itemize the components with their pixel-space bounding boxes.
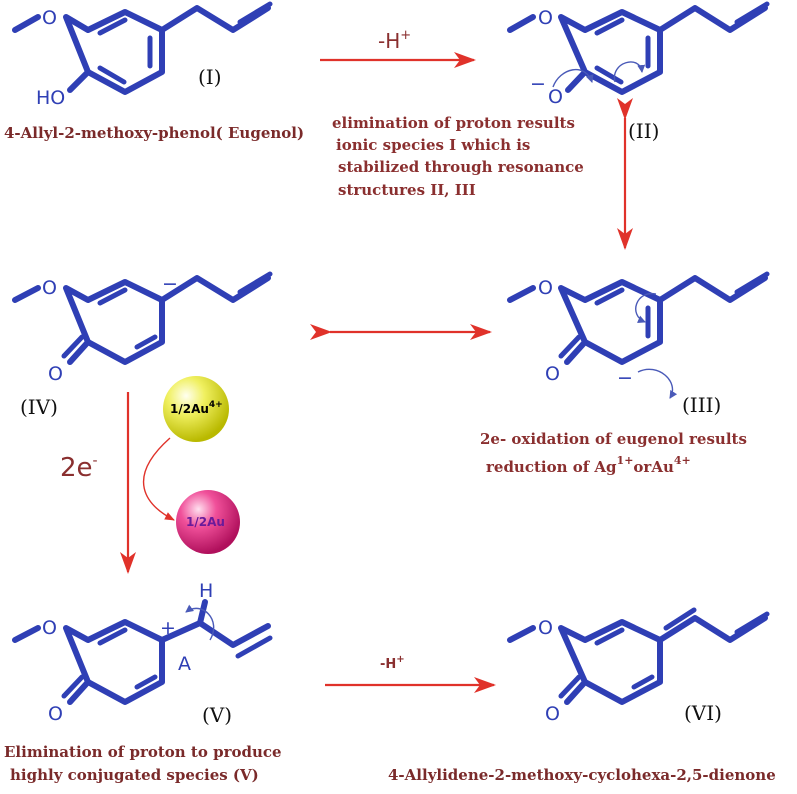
pink-atom-ball bbox=[176, 490, 240, 554]
molecule-V: O O H A + (V) bbox=[12, 580, 273, 727]
gold-ion-label: 1/2Au4+ bbox=[170, 400, 223, 416]
charge-plus: + bbox=[160, 617, 176, 639]
label-VI: (VI) bbox=[684, 701, 722, 725]
arrow-gold-reduction bbox=[142, 437, 175, 521]
atom-h: H bbox=[199, 580, 213, 602]
label-II: (II) bbox=[628, 119, 659, 143]
caption-elimination: elimination of proton results ionic spec… bbox=[332, 114, 589, 199]
molecule-III: O O − (III) bbox=[507, 271, 770, 417]
label-V: (V) bbox=[202, 703, 232, 727]
reagent-minus-h-2: -H+ bbox=[380, 654, 405, 672]
caption-product: Elimination of proton to produce highly … bbox=[4, 743, 287, 784]
molecule-I: O HO (I) bbox=[12, 1, 273, 109]
atom-o: O bbox=[42, 7, 57, 29]
atom-o: O bbox=[48, 363, 63, 385]
atom-o: O bbox=[48, 703, 63, 725]
charge-minus: − bbox=[530, 73, 546, 95]
reagent-2e: 2e- bbox=[60, 453, 98, 483]
atom-o: O bbox=[538, 277, 553, 299]
charge-minus: − bbox=[617, 367, 633, 389]
atom-o: O bbox=[538, 617, 553, 639]
caption-eugenol: 4-Allyl-2-methoxy-phenol( Eugenol) bbox=[4, 124, 304, 142]
charge-minus: − bbox=[162, 273, 178, 295]
atom-o: O bbox=[42, 277, 57, 299]
pink-atom-label: 1/2Au bbox=[186, 515, 225, 529]
caption-final-product: 4-Allylidene-2-methoxy-cyclohexa-2,5-die… bbox=[388, 766, 776, 784]
reagent-minus-h-1: -H+ bbox=[378, 28, 411, 53]
label-I: (I) bbox=[198, 65, 222, 89]
atom-o: O bbox=[545, 703, 560, 725]
label-III: (III) bbox=[682, 393, 721, 417]
caption-oxidation: 2e- oxidation of eugenol results reducti… bbox=[480, 430, 752, 476]
atom-o: O bbox=[545, 363, 560, 385]
atom-a: A bbox=[178, 653, 191, 675]
molecule-IV: O O − (IV) bbox=[12, 271, 273, 419]
molecule-VI: O O (VI) bbox=[507, 607, 770, 725]
atom-ho: HO bbox=[36, 87, 65, 109]
atom-o: O bbox=[548, 86, 563, 108]
label-IV: (IV) bbox=[20, 395, 58, 419]
atom-o: O bbox=[42, 617, 57, 639]
gold-ion-ball bbox=[163, 376, 229, 442]
molecule-II: O O − (II) bbox=[507, 1, 770, 143]
atom-o: O bbox=[538, 7, 553, 29]
